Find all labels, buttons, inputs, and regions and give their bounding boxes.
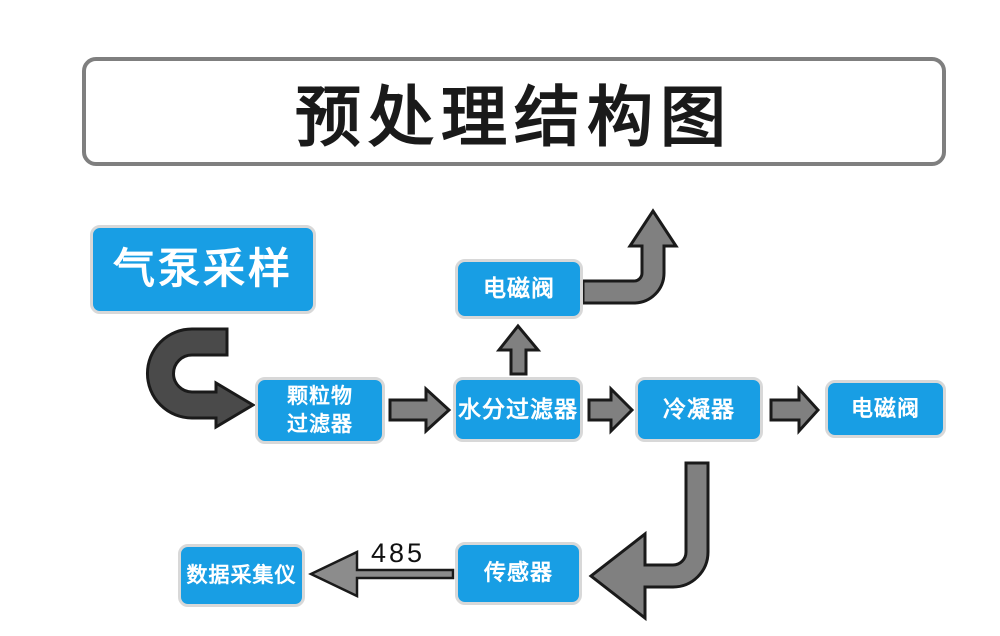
node-sensor-label: 传感器 xyxy=(483,560,553,586)
node-moisture-filter: 水分过滤器 xyxy=(453,377,583,442)
node-air-pump-sampling-label: 气泵采样 xyxy=(112,245,293,293)
node-particulate-filter-label: 颗粒物 过滤器 xyxy=(287,385,353,436)
node-data-collector-label: 数据采集仪 xyxy=(186,563,297,587)
diagram-title-box: 预处理结构图 xyxy=(82,57,946,166)
node-solenoid-valve-right-label: 电磁阀 xyxy=(850,395,920,421)
particulate-to-moisture-arrow xyxy=(388,385,452,435)
bus-485-label: 485 xyxy=(370,538,426,568)
condenser-to-sensor-elbow-arrow xyxy=(588,461,710,622)
pump-to-particulate-uturn-arrow xyxy=(146,327,256,430)
moisture-to-condenser-arrow xyxy=(587,385,635,435)
moisture-to-valve-up-arrow xyxy=(495,323,542,376)
node-sensor: 传感器 xyxy=(455,542,582,605)
condenser-to-valve-arrow xyxy=(769,385,821,435)
node-condenser-label: 冷凝器 xyxy=(663,395,735,422)
diagram-title: 预处理结构图 xyxy=(295,79,733,154)
node-data-collector: 数据采集仪 xyxy=(178,544,305,607)
node-moisture-filter-label: 水分过滤器 xyxy=(458,395,578,422)
valve-exhaust-elbow-arrow xyxy=(581,208,679,305)
node-particulate-filter: 颗粒物 过滤器 xyxy=(255,377,385,444)
sensor-to-collector-485-arrow xyxy=(308,550,455,598)
node-solenoid-valve-top-label: 电磁阀 xyxy=(483,275,555,302)
node-air-pump-sampling: 气泵采样 xyxy=(90,225,316,314)
node-condenser: 冷凝器 xyxy=(635,377,763,442)
node-solenoid-valve-top: 电磁阀 xyxy=(455,259,583,319)
node-solenoid-valve-right: 电磁阀 xyxy=(825,380,946,438)
